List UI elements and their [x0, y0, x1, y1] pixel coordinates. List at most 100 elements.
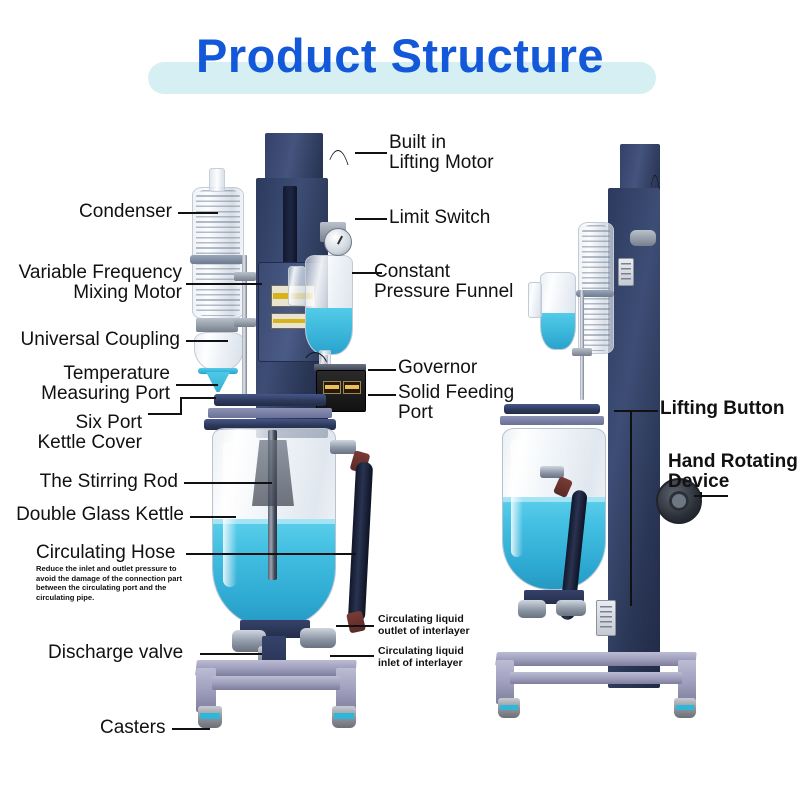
- leader-lifting-button: [614, 410, 658, 412]
- base-cross-bar: [212, 676, 340, 690]
- side-caster-right: [674, 698, 696, 718]
- leader-temperature-measuring-port: [176, 384, 218, 386]
- label-solid-feeding-port: Solid Feeding Port: [398, 382, 515, 423]
- leader-six-port-h1: [148, 413, 182, 415]
- label-circulating-inlet: Circulating liquid inlet of interlayer: [378, 645, 464, 669]
- leader-variable-frequency-mixing-motor: [186, 283, 262, 285]
- leader-lifting-button-drop: [630, 410, 632, 606]
- label-universal-coupling: Universal Coupling: [20, 329, 180, 350]
- leader-hand-rotating-device-h: [694, 495, 728, 497]
- side-condenser-coil: [578, 222, 614, 354]
- label-circulating-hose: Circulating Hose: [36, 542, 176, 563]
- side-base-cross-bar: [510, 672, 682, 684]
- leader-six-port-v: [180, 397, 182, 415]
- rod-clamp-upper: [234, 272, 256, 281]
- leader-constant-pressure-funnel: [352, 272, 382, 274]
- funnel-liquid: [306, 308, 352, 354]
- side-cable: [640, 175, 670, 477]
- label-variable-frequency-mixing-motor: Variable Frequency Mixing Motor: [18, 262, 182, 303]
- base-right-leg: [336, 668, 356, 712]
- label-temperature-measuring-port: Temperature Measuring Port: [41, 363, 170, 404]
- leader-the-stirring-rod: [184, 482, 272, 484]
- label-casters: Casters: [100, 717, 166, 738]
- leader-six-port-h2: [180, 397, 216, 399]
- label-condenser: Condenser: [79, 201, 172, 222]
- base-left-leg: [196, 668, 216, 712]
- leader-governor: [368, 369, 396, 371]
- leader-circulating-outlet: [336, 625, 374, 627]
- leader-double-glass-kettle: [190, 516, 236, 518]
- side-condenser-collar: [576, 290, 614, 297]
- kettle-lid: [214, 394, 326, 406]
- side-caster-left: [498, 698, 520, 718]
- hand-rotating-device[interactable]: [656, 478, 702, 524]
- circulating-hose: [347, 461, 374, 623]
- kettle-glass-highlight: [222, 440, 238, 588]
- leader-solid-feeding-port: [368, 394, 396, 396]
- rod-clamp-lower: [234, 318, 256, 327]
- constant-pressure-funnel: [305, 255, 353, 355]
- side-feeding-port: [528, 282, 542, 318]
- label-hand-rotating-device: Hand Rotating Device: [668, 451, 798, 492]
- side-rod-clamp: [572, 348, 592, 356]
- side-kettle-highlight: [511, 438, 524, 557]
- label-lifting-button: Lifting Button: [660, 398, 785, 419]
- governor-cable: [300, 352, 330, 376]
- leader-limit-switch: [355, 218, 387, 220]
- side-connector-block: [618, 258, 634, 286]
- temperature-measuring-port: [206, 372, 230, 392]
- leader-circulating-hose: [186, 553, 356, 555]
- governor[interactable]: [316, 370, 366, 412]
- universal-coupling: [196, 318, 238, 332]
- leader-circulating-inlet: [330, 655, 374, 657]
- side-kettle-lid: [504, 404, 600, 414]
- side-double-glass-kettle: [502, 428, 606, 590]
- circulating-inlet-fitting: [300, 628, 336, 648]
- label-circulating-outlet: Circulating liquid outlet of interlayer: [378, 613, 470, 637]
- side-constant-pressure-funnel: [540, 272, 576, 350]
- side-kettle-cover: [500, 416, 604, 425]
- six-port-kettle-cover: [208, 408, 332, 418]
- side-base-top-bar: [495, 652, 697, 666]
- leader-discharge-valve: [200, 653, 262, 655]
- temperature-port-seal: [198, 368, 238, 374]
- condenser-collar: [190, 255, 244, 264]
- label-double-glass-kettle: Double Glass Kettle: [16, 504, 184, 525]
- side-outlet-fitting: [540, 466, 564, 478]
- receiving-flask: [194, 332, 244, 372]
- caster-right: [332, 706, 356, 728]
- label-limit-switch: Limit Switch: [389, 207, 491, 228]
- support-rod: [242, 255, 247, 405]
- label-circulating-hose-note: Reduce the inlet and outlet pressure to …: [36, 564, 182, 603]
- condenser-neck: [209, 168, 225, 192]
- governor-display-right: [343, 381, 361, 394]
- lifting-motor-housing: [265, 133, 323, 181]
- governor-top-plate: [314, 364, 366, 371]
- kettle-cover-clamp-ring: [204, 419, 336, 430]
- label-the-stirring-rod: The Stirring Rod: [39, 471, 178, 492]
- pressure-gauge: [324, 228, 352, 256]
- side-support-rod: [580, 290, 584, 400]
- label-governor: Governor: [398, 357, 478, 378]
- condenser-coil: [192, 187, 244, 319]
- motor-cable: [320, 150, 356, 230]
- stirring-blade-upper: [252, 440, 294, 506]
- lifting-button-panel[interactable]: [596, 600, 616, 636]
- discharge-valve[interactable]: [232, 630, 266, 652]
- caster-left: [198, 706, 222, 728]
- title-highlight-band: [148, 62, 656, 94]
- circulating-outlet-fitting: [330, 440, 356, 454]
- side-inlet-fitting: [556, 600, 586, 616]
- label-discharge-valve: Discharge valve: [48, 642, 184, 663]
- label-constant-pressure-funnel: Constant Pressure Funnel: [374, 261, 514, 302]
- leader-universal-coupling: [186, 340, 228, 342]
- side-base-right-leg: [678, 660, 696, 704]
- leader-condenser: [178, 212, 218, 214]
- side-discharge-valve[interactable]: [518, 600, 546, 618]
- leader-casters: [172, 728, 210, 730]
- side-base-left-leg: [496, 660, 514, 704]
- label-built-in-lifting-motor: Built in Lifting Motor: [389, 132, 494, 173]
- governor-display-left: [323, 381, 341, 394]
- base-top-bar: [195, 660, 357, 676]
